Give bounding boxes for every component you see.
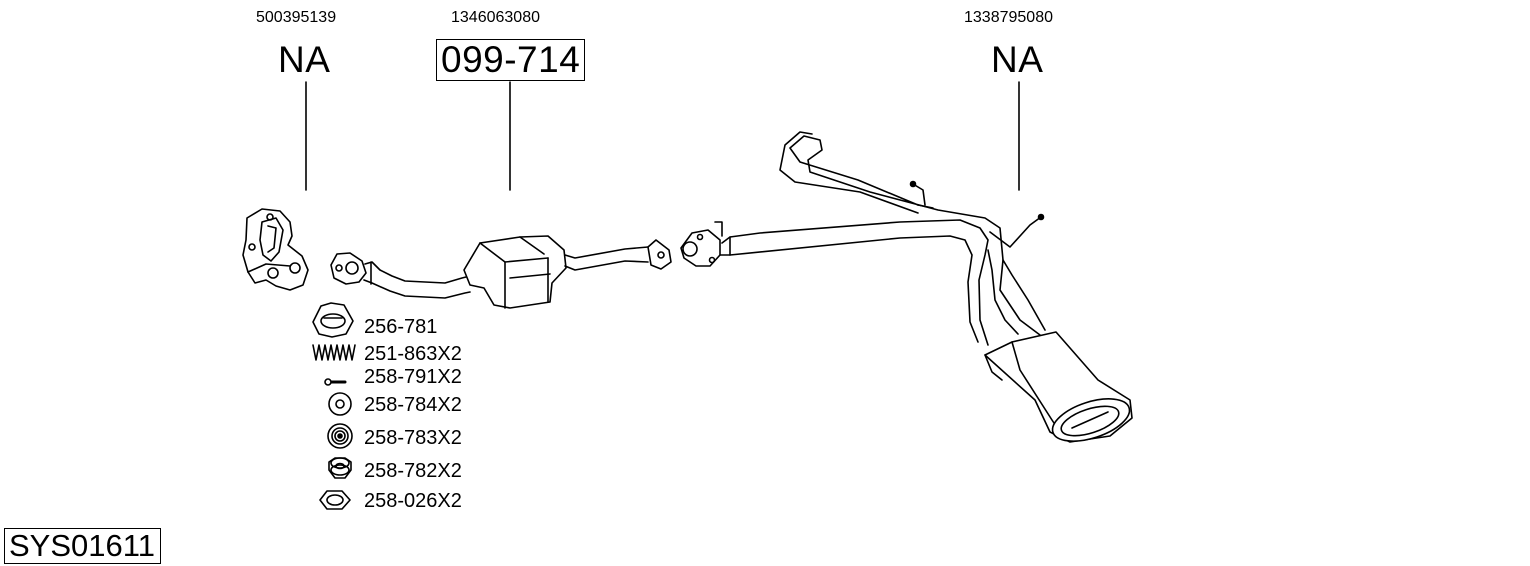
front-pipe-part [330, 252, 471, 299]
bolt-icon [324, 378, 347, 386]
exhaust-manifold-part [242, 208, 309, 291]
oem-number-manifold: 500395139 [256, 9, 337, 26]
rear-pipe-part [680, 131, 1046, 346]
part-code-catalyst: 099-714 [436, 39, 586, 81]
accessory-label-rubber-mount: 258-783X2 [364, 427, 462, 449]
rubber-mount-icon [327, 423, 353, 449]
rear-silencer-part [984, 331, 1133, 443]
rubber-ring-icon [328, 392, 352, 416]
gasket-ring-icon [312, 302, 354, 338]
part-code-manifold: NA [278, 39, 331, 80]
accessory-label-rubber-ring: 258-784X2 [364, 394, 462, 416]
oem-number-catalyst: 1346063080 [451, 9, 540, 26]
catalytic-converter-part [463, 235, 672, 309]
accessory-label-stacked-mount: 258-782X2 [364, 460, 462, 482]
oem-number-rear-silencer: 1338795080 [964, 9, 1053, 26]
system-id-label: SYS01611 [4, 528, 161, 564]
accessory-label-spring: 251-863X2 [364, 343, 462, 365]
accessory-label-bolt: 258-791X2 [364, 366, 462, 388]
part-code-rear-silencer: NA [991, 39, 1044, 80]
stacked-mount-icon [328, 457, 352, 479]
hex-nut-icon [319, 490, 351, 510]
accessory-label-hex-nut: 258-026X2 [364, 490, 462, 512]
accessory-label-gasket: 256-781 [364, 316, 438, 338]
spring-icon [312, 344, 356, 361]
